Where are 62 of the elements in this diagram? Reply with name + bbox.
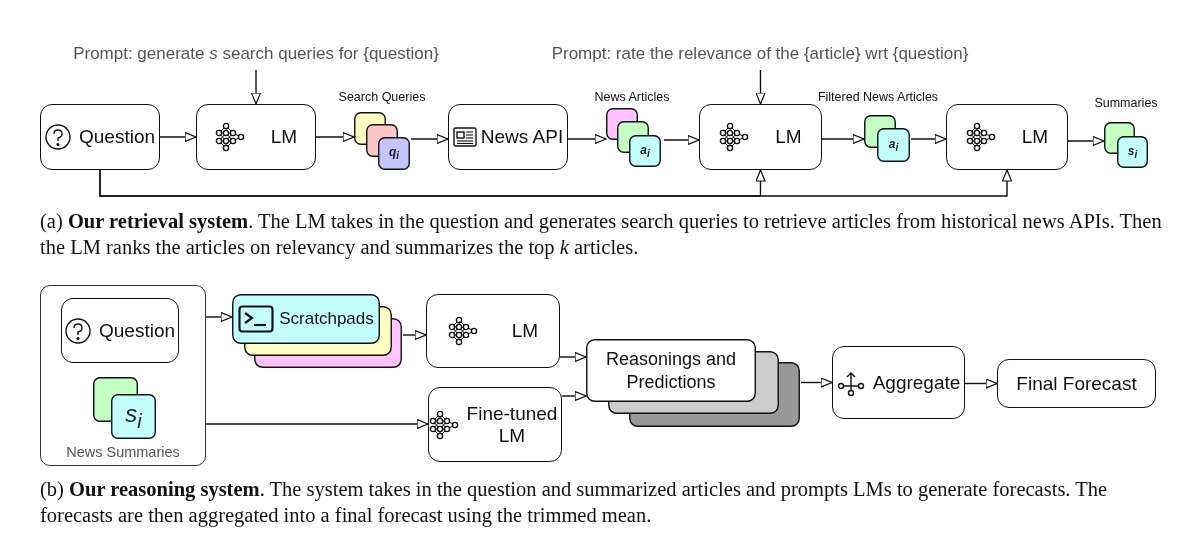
input-group-box [40,285,206,466]
figure-caption: (b) Our reasoning system. The system takes in the question and summarized articles and prompts LMs to generate forecasts. The forecasts are then aggregated into a final forecast using the trimmed mean. [40,477,1109,528]
card-stack [232,294,403,369]
box-label: Question [98,319,175,342]
arrow [559,351,587,363]
arrow [567,133,607,145]
process-box [832,346,965,419]
document-stack [1104,122,1149,169]
stack-caption: News Articles [594,90,670,104]
process-box [426,294,560,368]
variable-label: a$_{i}$ [888,136,899,154]
arrow [205,311,233,323]
card-stack [586,339,801,428]
arrow [159,131,197,143]
box-label: Question [78,126,155,148]
arrow [821,133,865,145]
arrow [402,329,427,341]
box-label: Aggregate [872,371,961,394]
card-label: Scratchpads [279,308,374,330]
group-label: News Summaries [65,444,181,460]
box-label: Fine-tuned LM [465,402,559,447]
variable-label: s$_{i}$ [1127,143,1138,161]
arrow [663,134,700,146]
prompt-text: Prompt: rate the relevance of the {article} wrt {question} [540,44,980,68]
output-box [997,359,1156,408]
process-box [448,104,568,170]
arrow [1067,135,1105,147]
box-label: LM [270,126,298,148]
arrow [910,133,947,145]
variable-label: s$_{i}$ [125,400,142,433]
stack-caption: Search Queries [338,90,426,104]
process-box [428,387,562,462]
arrow [205,418,429,430]
arrow [315,131,355,143]
process-box [196,104,316,170]
process-box [40,104,160,170]
box-label: News API [480,126,564,148]
stack-caption: Summaries [1094,96,1158,110]
box-label: Final Forecast [1016,372,1137,395]
card-label: Reasonings and Predictions [604,348,738,393]
arrow [964,378,998,389]
arrow [755,69,766,105]
process-box [946,104,1068,170]
arrow [250,69,262,105]
arrow [800,377,833,388]
variable-label: a$_{i}$ [640,142,650,160]
arrow [99,169,1013,197]
stack-caption: Filtered News Articles [817,90,939,104]
process-box [699,104,822,170]
figure-caption: (a) Our retrieval system. The LM takes in the question and generates search queries to retrieve articles from historical news APIs. Then the LM ranks the articles on relevancy and summarizes the top k articles. [40,209,1163,260]
document-stack [864,115,911,163]
arrow [561,390,587,402]
box-label: LM [1021,126,1049,148]
document-stack [93,377,156,439]
box-label: LM [775,126,802,148]
box-label: LM [511,320,539,342]
document-stack [354,112,411,171]
arrow [410,133,449,145]
document-stack [606,108,664,170]
variable-label: q$_{i}$ [388,145,400,162]
prompt-text: Prompt: generate s search queries for {question} [40,44,472,68]
process-box [61,298,179,363]
